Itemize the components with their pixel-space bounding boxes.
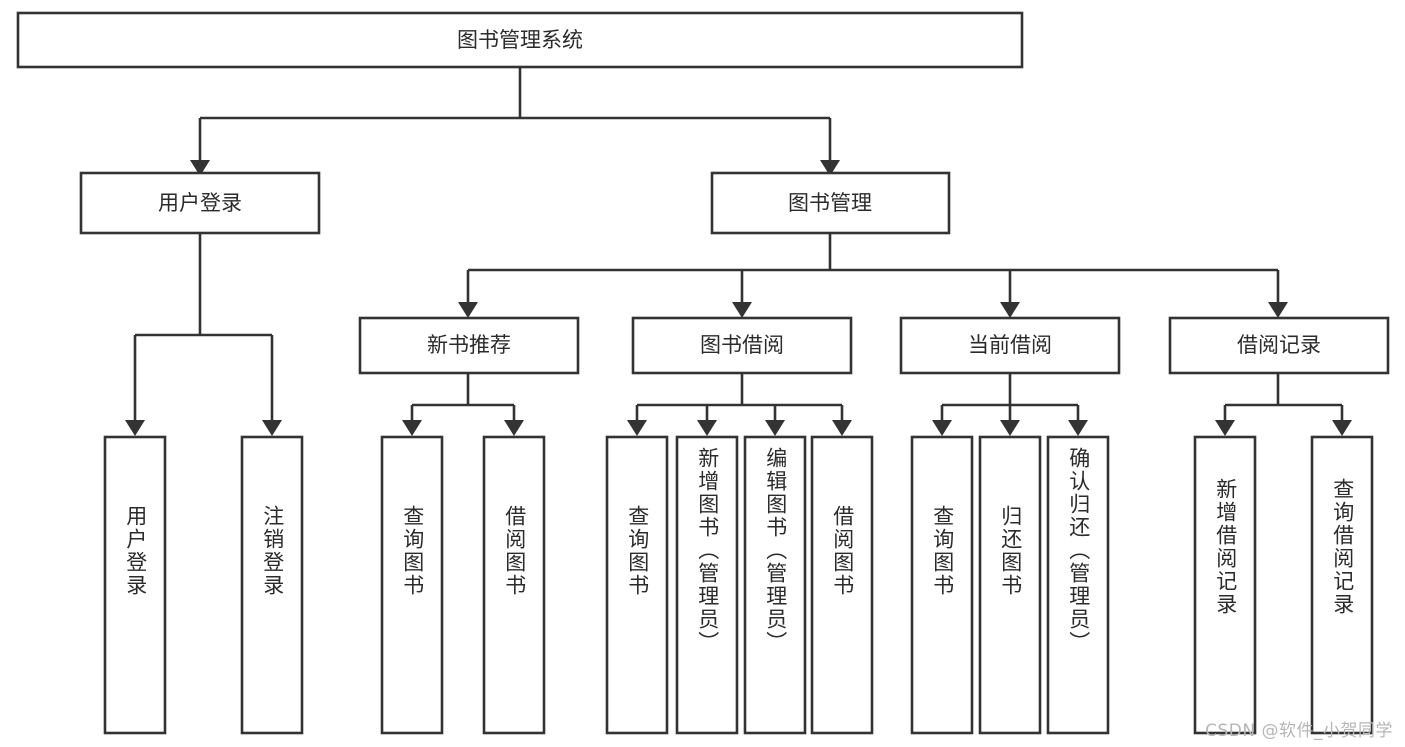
connector-new-book-to-leaves [402,373,524,436]
arrow-to-leaf-bb-borrow [832,420,852,436]
connector-user-login-to-leaves [125,233,282,436]
arrow-to-leaf-cb-return [1000,420,1020,436]
arrow-to-leaf-bb-query [627,420,647,436]
arrow-to-leaf-nb-borrow [504,420,524,436]
node-user-login-label: 用户登录 [158,191,242,215]
leaf-box-user-login[interactable] [103,435,167,735]
node-current-borrow-label: 当前借阅 [968,333,1052,357]
node-current-borrow[interactable]: 当前借阅 [899,316,1121,375]
arrow-to-leaf-user-login [125,420,145,436]
node-book-manage-label: 图书管理 [788,191,872,215]
node-user-login[interactable]: 用户登录 [79,171,321,235]
leaf-box-bb-query[interactable] [605,435,669,735]
csdn-watermark: CSDN @软件_小贺同学 [1205,721,1393,741]
node-book-manage-box[interactable] [710,171,951,235]
node-user-login-box[interactable] [79,171,321,235]
arrow-to-current-borrow [1000,302,1020,318]
node-book-borrow[interactable]: 图书借阅 [631,316,853,375]
arrow-to-user-login [190,160,210,176]
node-root[interactable]: 图书管理系统 [16,11,1024,69]
arrow-to-leaf-cb-confirm [1068,420,1088,436]
leaf-box-cb-confirm[interactable] [1046,435,1110,735]
leaf-box-br-add[interactable] [1193,435,1257,735]
node-root-label: 图书管理系统 [457,28,583,52]
connector-current-borrow-to-leaves [932,373,1088,436]
leaf-box-cb-query[interactable] [910,435,974,735]
leaf-box-nb-query[interactable] [380,435,444,735]
leaf-box-nb-borrow[interactable] [482,435,546,735]
arrow-to-leaf-bb-edit [765,420,785,436]
connector-root-to-level2 [190,67,840,176]
leaf-box-bb-borrow[interactable] [810,435,874,735]
node-new-book[interactable]: 新书推荐 [358,316,580,375]
node-new-book-label: 新书推荐 [427,333,511,357]
arrow-to-leaf-br-add [1215,420,1235,436]
arrow-to-leaf-br-query [1332,420,1352,436]
arrow-to-borrow-record [1268,302,1288,318]
arrow-to-book-manage [820,160,840,176]
leaf-box-logout[interactable] [240,435,304,735]
node-current-borrow-box[interactable] [899,316,1121,375]
connector-borrow-record-to-leaves [1215,373,1352,436]
arrow-to-leaf-cb-query [932,420,952,436]
node-borrow-record-box[interactable] [1168,316,1390,375]
arrow-to-book-borrow [732,302,752,318]
node-book-manage[interactable]: 图书管理 [710,171,951,235]
node-book-borrow-box[interactable] [631,316,853,375]
arrow-to-leaf-nb-query [402,420,422,436]
leaf-box-bb-edit[interactable] [743,435,807,735]
arrow-to-new-book [458,302,478,318]
leaf-box-bb-add[interactable] [675,435,739,735]
node-book-borrow-label: 图书借阅 [700,333,784,357]
arrow-to-leaf-bb-add [697,420,717,436]
arrow-to-leaf-logout [262,420,282,436]
node-borrow-record[interactable]: 借阅记录 [1168,316,1390,375]
leaf-box-cb-return[interactable] [978,435,1042,735]
node-root-box[interactable] [16,11,1024,69]
connector-book-borrow-to-leaves [627,373,852,436]
node-borrow-record-label: 借阅记录 [1237,333,1321,357]
leaf-box-br-query[interactable] [1310,435,1374,735]
node-new-book-box[interactable] [358,316,580,375]
connector-book-manage-to-level3 [458,233,1288,318]
